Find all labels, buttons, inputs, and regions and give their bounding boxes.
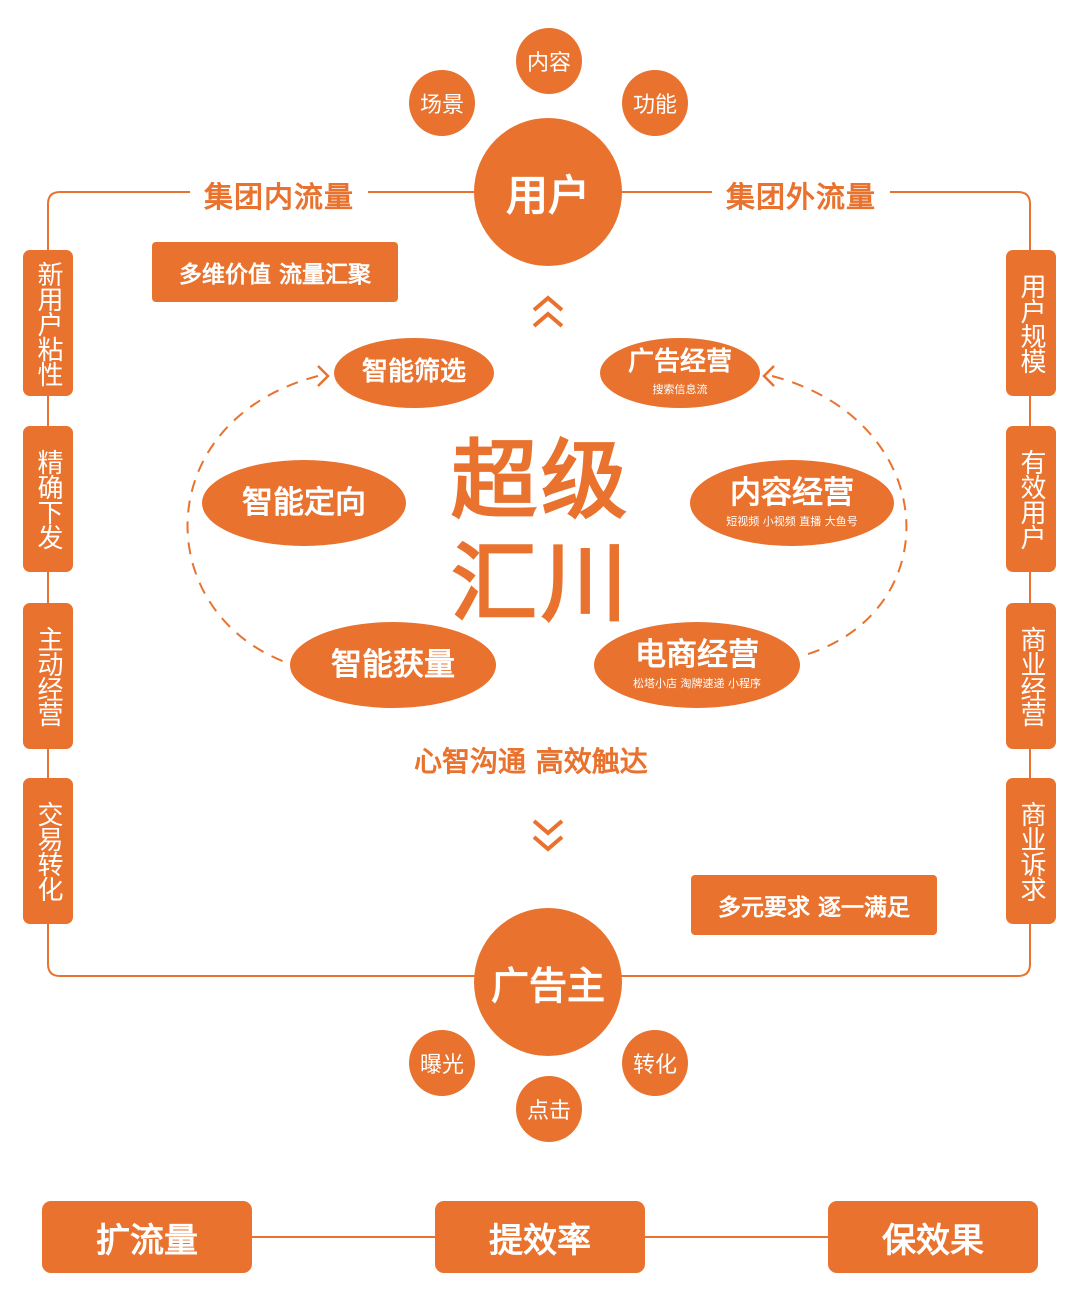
- satellite-conversion: 转化: [622, 1030, 688, 1096]
- tag-multi-requirements: 多元要求 逐一满足: [691, 875, 937, 935]
- ellipse-ecommerce-operation: 电商经营 松塔小店 淘牌速递 小程序: [594, 622, 800, 708]
- dashed-loop-right: [771, 375, 908, 656]
- chevron-double-up-icon: [532, 295, 564, 328]
- ellipse-smart-acquisition: 智能获量: [290, 622, 496, 708]
- mid-text-mental-communication: 心智沟通 高效触达: [414, 745, 648, 778]
- center-title: 超级 汇川: [436, 430, 646, 636]
- outer-frame: [47, 191, 1031, 977]
- right-tab-business-operation: 商业经营: [1006, 603, 1056, 749]
- left-tab-transaction-conversion: 交易转化: [23, 778, 73, 924]
- right-tab-business-demand: 商业诉求: [1006, 778, 1056, 924]
- ellipse-content-operation: 内容经营 短视频 小视频 直播 大鱼号: [690, 460, 894, 546]
- center-title-line-1: 超级: [451, 431, 631, 531]
- satellite-click: 点击: [516, 1076, 582, 1142]
- right-tab-user-scale: 用户规模: [1006, 250, 1056, 396]
- ellipse-smart-targeting: 智能定向: [202, 460, 406, 546]
- ellipse-smart-screening: 智能筛选: [334, 338, 494, 408]
- bottom-box-ensure-results: 保效果: [828, 1201, 1038, 1273]
- center-title-line-2: 汇川: [451, 534, 631, 635]
- frame-label-internal: 集团内流量: [190, 174, 369, 216]
- frame-label-external: 集团外流量: [712, 174, 891, 216]
- left-tab-precise-delivery: 精确下发: [23, 426, 73, 572]
- ellipse-ad-operation: 广告经营 搜索信息流: [600, 338, 760, 408]
- satellite-exposure: 曝光: [409, 1030, 475, 1096]
- satellite-scene: 场景: [409, 70, 475, 136]
- dashed-loop-left: [186, 375, 319, 663]
- user-circle: 用户: [474, 118, 622, 266]
- arrowhead-right: [762, 365, 775, 387]
- satellite-function: 功能: [622, 70, 688, 136]
- bottom-box-expand-traffic: 扩流量: [42, 1201, 252, 1273]
- satellite-content: 内容: [516, 28, 582, 94]
- arrowhead-left: [317, 365, 330, 387]
- left-tab-new-user-stickiness: 新用户粘性: [23, 250, 73, 396]
- right-tab-effective-users: 有效用户: [1006, 426, 1056, 572]
- advertiser-circle: 广告主: [474, 908, 622, 1056]
- bottom-box-improve-efficiency: 提效率: [435, 1201, 645, 1273]
- chevron-double-down-icon: [532, 819, 564, 852]
- left-tab-active-operation: 主动经营: [23, 603, 73, 749]
- tag-value-aggregation: 多维价值 流量汇聚: [152, 242, 398, 302]
